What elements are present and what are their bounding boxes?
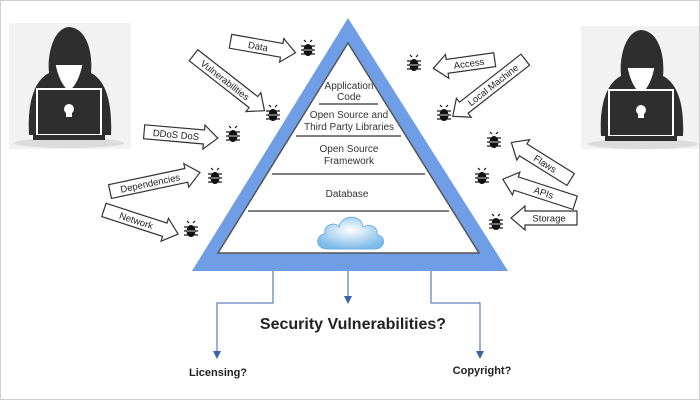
layer-framework-line1: Open Source [320, 144, 379, 155]
block-arrow-shape [188, 48, 266, 113]
pyramid-inner [216, 41, 481, 254]
hacker-left-icon [9, 23, 131, 149]
attack-arrow-storage: Storage [510, 204, 578, 232]
block-arrow-shape [107, 162, 201, 200]
bug-icon [226, 125, 240, 142]
bug-icon [407, 54, 421, 71]
bug-icon [266, 104, 280, 121]
block-arrow-shape [228, 33, 297, 64]
attack-arrow-apis: APIs [501, 171, 579, 211]
bug-icon [301, 39, 315, 56]
attack-arrow-network: Network [100, 202, 179, 243]
block-arrow-shape [100, 202, 179, 243]
bug-icon [437, 104, 451, 121]
layer-app-line2: Code [337, 92, 361, 103]
bug-icon [208, 167, 222, 184]
block-arrow-shape [142, 123, 219, 151]
copyright-label: Copyright? [453, 365, 512, 377]
attack-arrow-label: Access [453, 57, 485, 72]
cloud-icon [317, 216, 384, 250]
attack-arrow-dependencies: Dependencies [107, 162, 201, 200]
security-vulnerabilities-title: Security Vulnerabilities? [260, 316, 446, 333]
block-arrow-shape [432, 52, 497, 80]
block-arrow-shape [510, 138, 576, 187]
layer-oss-line1: Open Source and [310, 110, 388, 121]
block-arrow-shape [452, 53, 531, 118]
block-arrow-shape [510, 204, 578, 232]
attack-arrow-ddos-dos: DDoS DoS [142, 123, 219, 151]
attack-arrow-vulnerabilities: Vulnerabilities [188, 48, 266, 113]
layer-app-line1: Application [325, 81, 374, 92]
bug-icon [184, 220, 198, 237]
bug-icon [475, 167, 489, 184]
attack-arrow-label: Data [247, 40, 269, 54]
licensing-label: Licensing? [189, 367, 247, 379]
attack-arrow-label: Storage [532, 214, 565, 225]
attack-arrow-data: Data [228, 33, 297, 64]
layer-oss-line2: Third Party Libraries [304, 122, 394, 133]
attack-arrow-label: DDoS DoS [152, 128, 199, 143]
bug-icon [489, 213, 503, 230]
layer-framework-line2: Framework [324, 156, 375, 167]
attack-arrow-access: Access [432, 52, 497, 80]
attack-arrow-label: Vulnerabilities [198, 58, 251, 103]
block-arrow-shape [501, 171, 579, 211]
bug-icon [487, 131, 501, 148]
outcome-connectors [213, 271, 484, 359]
layer-dividers [248, 103, 449, 212]
hacker-right-icon [581, 26, 699, 149]
layer-database: Database [326, 189, 369, 200]
bugs [184, 39, 503, 237]
